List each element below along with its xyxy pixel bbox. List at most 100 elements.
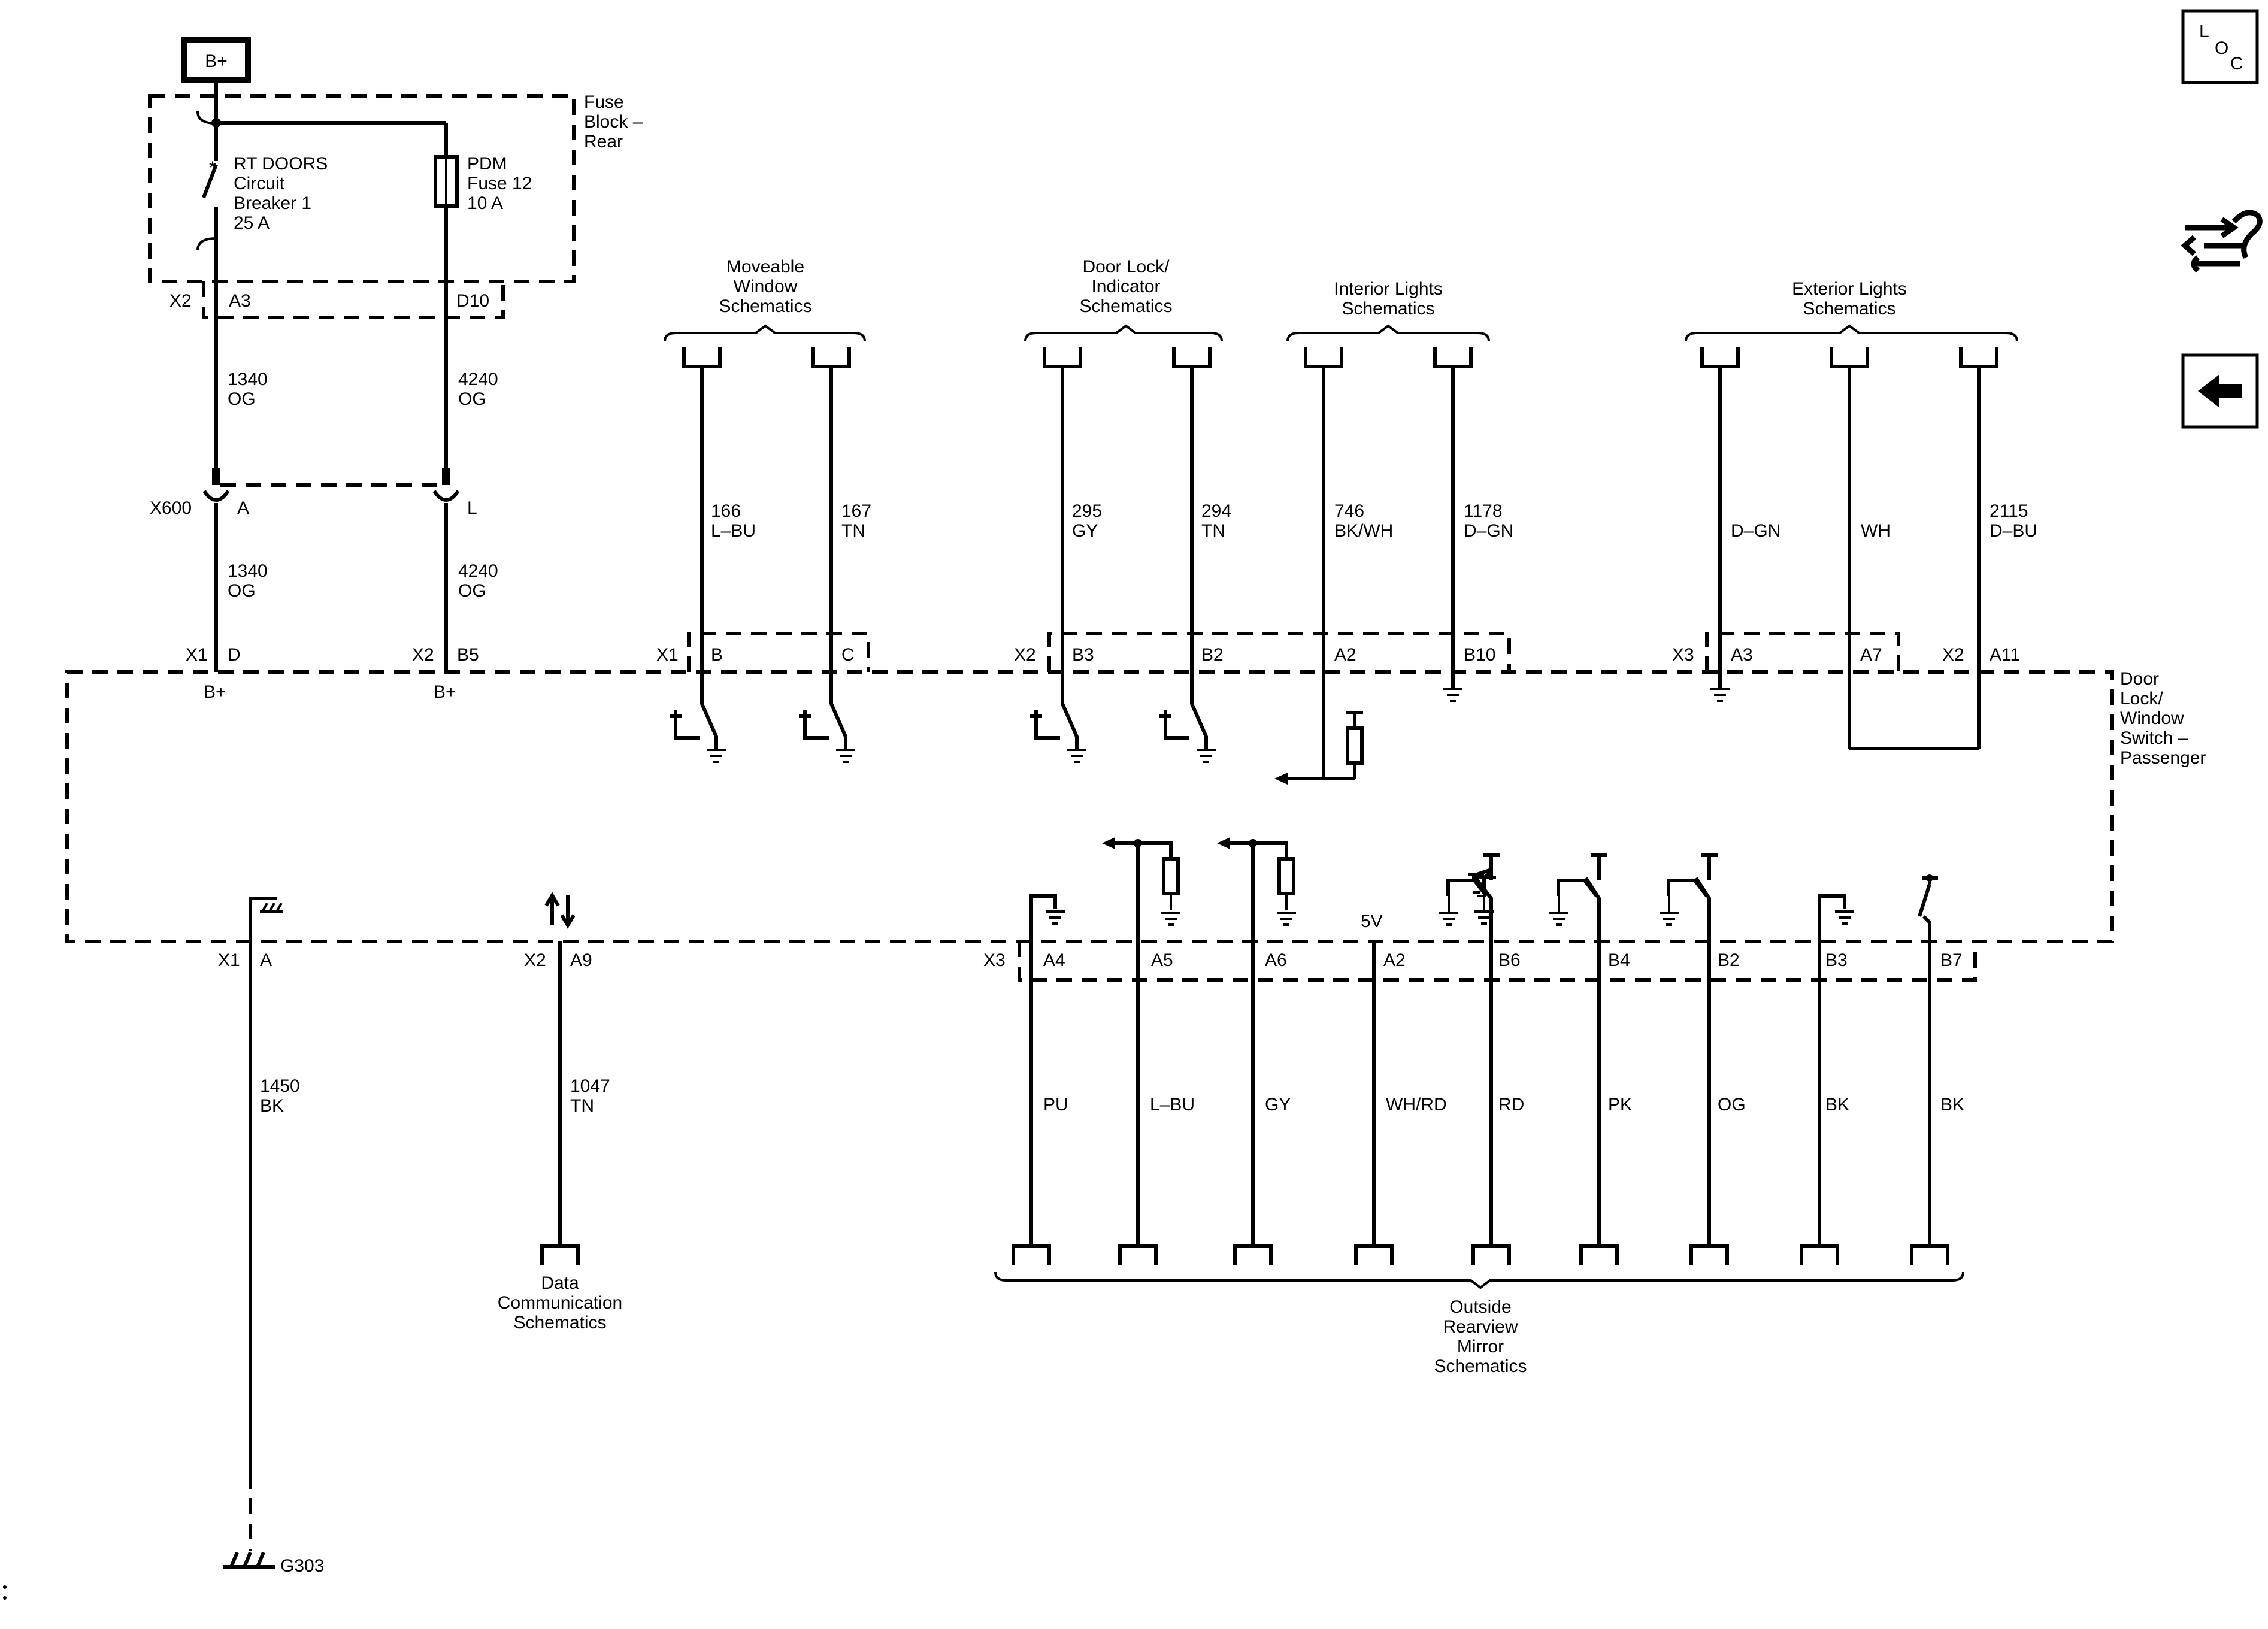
svg-text:C: C [841, 645, 855, 665]
brace [1024, 324, 1223, 342]
resistor-output-icon [1217, 837, 1296, 926]
svg-text:BK: BK [260, 1096, 284, 1116]
svg-text:A3: A3 [229, 291, 251, 311]
switch-label: Door [2120, 669, 2159, 689]
ref-connector-icon [1012, 1244, 1949, 1265]
switch-contact-icon [799, 703, 855, 763]
ref-connector-icon [1700, 347, 1998, 368]
five-volt-reference-label: 5V [1361, 912, 1383, 931]
resistor-output-icon [1102, 837, 1180, 926]
switch-contact-icon [670, 703, 726, 763]
svg-text:X2: X2 [412, 645, 434, 665]
connector-x3-top [1705, 632, 1900, 672]
switch-contact-icon [1660, 853, 1718, 941]
svg-text:D–GN: D–GN [1464, 521, 1513, 541]
svg-text:L: L [467, 498, 477, 518]
svg-text:RD: RD [1498, 1095, 1524, 1115]
connector-x2-top [1047, 632, 1511, 672]
ground-icon [1443, 688, 1462, 702]
svg-text:2115: 2115 [1990, 501, 2028, 521]
svg-text:B3: B3 [1825, 950, 1848, 970]
back-arrow-icon [2198, 374, 2242, 408]
svg-text:A: A [260, 950, 272, 970]
svg-text:Schematics: Schematics [1342, 299, 1434, 319]
svg-text:166: 166 [711, 501, 741, 521]
svg-text:B10: B10 [1464, 645, 1495, 665]
svg-text:BK: BK [1940, 1095, 1964, 1115]
svg-text:A4: A4 [1043, 950, 1065, 970]
exterior-lights-ref: Exterior Lights [1792, 279, 1907, 299]
svg-text:X2: X2 [169, 291, 192, 311]
fuse-block-label: Fuse [584, 92, 624, 112]
switch-contact-icon [1439, 853, 1500, 941]
svg-text:OG: OG [228, 581, 256, 601]
ref-connector-icon [540, 1244, 580, 1265]
ground-icon [1029, 894, 1065, 941]
svg-text:D–BU: D–BU [1990, 521, 2037, 541]
svg-text:GY: GY [1072, 521, 1098, 541]
connector-female-icon [432, 490, 460, 502]
connector-end-view-icon[interactable] [2181, 210, 2263, 273]
svg-text:1340: 1340 [228, 561, 268, 581]
svg-text:BK: BK [1825, 1095, 1849, 1115]
location-button[interactable]: L O C [2181, 9, 2259, 84]
svg-text:Window: Window [2120, 708, 2184, 728]
bidirectional-arrow-icon [544, 892, 560, 925]
svg-text:Schematics: Schematics [719, 296, 811, 316]
svg-text:X600: X600 [150, 498, 192, 518]
svg-text:Schematics: Schematics [1434, 1357, 1527, 1376]
chassis-ground-icon [260, 903, 283, 913]
svg-text:GY: GY [1265, 1095, 1291, 1115]
svg-text:TN: TN [570, 1096, 594, 1116]
outside-rearview-mirror-ref: Outside [1449, 1297, 1511, 1317]
svg-text:Schematics: Schematics [513, 1313, 606, 1333]
ground-icon [1818, 894, 1854, 941]
svg-text:Switch –: Switch – [2120, 728, 2188, 748]
svg-text:TN: TN [1201, 521, 1225, 541]
svg-text:1178: 1178 [1464, 501, 1503, 521]
svg-text:OG: OG [458, 389, 486, 409]
svg-text:Rear: Rear [584, 132, 623, 152]
svg-text:B7: B7 [1940, 950, 1963, 970]
svg-text:X2: X2 [524, 950, 546, 970]
breaker-label: RT DOORS [234, 154, 328, 174]
svg-text:Block –: Block – [584, 112, 643, 132]
svg-text:Mirror: Mirror [1457, 1337, 1504, 1357]
connector-female-icon [202, 490, 230, 502]
connector-x3-bottom [1018, 941, 1977, 982]
data-communication-ref: Data [541, 1273, 579, 1293]
svg-text:X2: X2 [1942, 645, 1964, 665]
svg-text:Rearview: Rearview [1443, 1317, 1518, 1337]
svg-text:D: D [228, 645, 241, 665]
svg-text:Schematics: Schematics [1079, 296, 1172, 316]
svg-text:X3: X3 [983, 950, 1006, 970]
circuit-breaker-switch [202, 163, 218, 199]
svg-text:TN: TN [841, 521, 865, 541]
svg-text:O: O [2215, 38, 2228, 58]
brace [664, 324, 866, 342]
svg-text:746: 746 [1334, 501, 1364, 521]
svg-text:B3: B3 [1072, 645, 1094, 665]
back-button[interactable] [2181, 353, 2259, 429]
svg-text:4240: 4240 [458, 561, 498, 581]
ground-icon [1710, 688, 1730, 702]
chassis-ground-g303-icon [223, 1551, 275, 1569]
connector-x2-fuse [202, 281, 505, 319]
svg-text:D10: D10 [456, 291, 489, 311]
svg-text:B6: B6 [1498, 950, 1521, 970]
svg-text:L–BU: L–BU [1150, 1095, 1195, 1115]
svg-text:1340: 1340 [228, 370, 268, 389]
svg-text:PK: PK [1608, 1095, 1632, 1115]
svg-text:X1: X1 [186, 645, 208, 665]
svg-text:1047: 1047 [570, 1076, 610, 1096]
svg-text:A5: A5 [1151, 950, 1173, 970]
connector-x1-top [687, 632, 870, 672]
moveable-window-ref: Moveable [726, 257, 804, 277]
pdm-fuse-label: PDM [467, 154, 507, 174]
brace [994, 1271, 1964, 1289]
svg-text:L–BU: L–BU [711, 521, 756, 541]
switch-contact-icon [1159, 703, 1216, 763]
svg-text:B: B [711, 645, 723, 665]
svg-text:4240: 4240 [458, 370, 498, 389]
svg-text:A2: A2 [1383, 950, 1406, 970]
